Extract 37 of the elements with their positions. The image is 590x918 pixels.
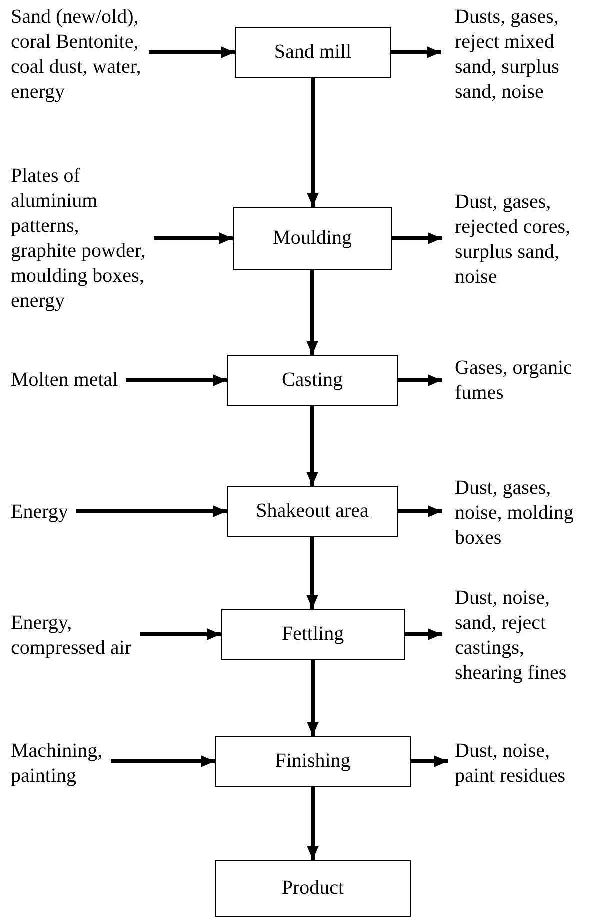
arrow bbox=[76, 506, 227, 518]
arrow bbox=[307, 660, 319, 736]
process-box: Casting bbox=[227, 355, 398, 406]
arrow bbox=[398, 506, 442, 518]
input-text: Energy, compressed air bbox=[11, 611, 155, 661]
arrow bbox=[307, 787, 319, 860]
arrow bbox=[398, 374, 442, 386]
arrow bbox=[392, 232, 442, 244]
input-text: Plates of aluminium patterns, graphite powder, moulding boxes, energy bbox=[11, 164, 148, 314]
output-text: Dust, gases, rejected cores, surplus sand, noise bbox=[455, 190, 589, 290]
input-text: Sand (new/old), coral Bentonite, coal dust, water, energy bbox=[11, 5, 166, 105]
process-box: Sand mill bbox=[235, 27, 391, 78]
arrow bbox=[154, 232, 233, 244]
arrow bbox=[306, 537, 318, 609]
arrow bbox=[307, 78, 319, 207]
process-box: Fettling bbox=[221, 609, 405, 660]
arrow bbox=[405, 628, 442, 640]
input-text: Molten metal bbox=[11, 368, 151, 393]
process-box: Finishing bbox=[215, 736, 411, 787]
output-text: Dusts, gases, reject mixed sand, surplus sand, noise bbox=[455, 5, 589, 105]
output-text: Dust, noise, paint residues bbox=[455, 739, 589, 789]
arrow bbox=[140, 628, 221, 640]
input-text: Machining, painting bbox=[11, 739, 143, 789]
arrow bbox=[149, 46, 235, 58]
arrow bbox=[411, 756, 448, 768]
process-box: Moulding bbox=[233, 207, 392, 270]
process-box: Shakeout area bbox=[227, 486, 398, 537]
output-text: Dust, noise, sand, reject castings, shearing fines bbox=[455, 586, 589, 686]
input-text: Energy bbox=[11, 500, 140, 525]
arrow bbox=[306, 406, 318, 486]
output-text: Gases, organic fumes bbox=[455, 356, 589, 406]
arrow bbox=[126, 374, 227, 386]
process-box: Product bbox=[215, 860, 411, 917]
output-text: Dust, gases, noise, molding boxes bbox=[455, 476, 589, 551]
arrow bbox=[306, 270, 318, 355]
arrow bbox=[391, 46, 441, 58]
arrow bbox=[111, 756, 215, 768]
